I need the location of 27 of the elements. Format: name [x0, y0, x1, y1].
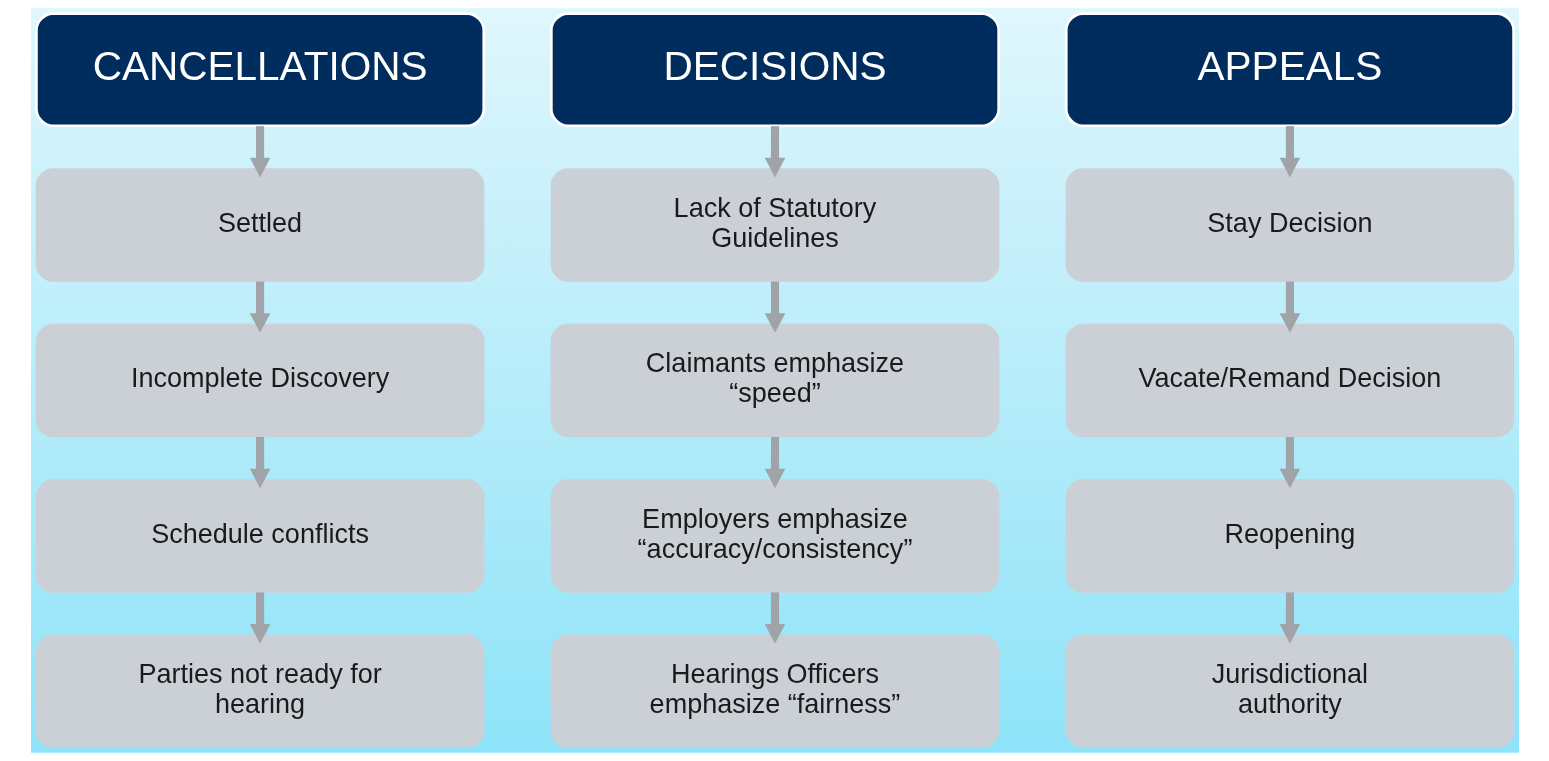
node-box: Parties not ready for hearing — [35, 634, 484, 749]
node-box: Settled — [35, 168, 484, 282]
node-box: APPEALS — [1064, 12, 1515, 128]
arrow — [249, 281, 270, 333]
arrow — [249, 437, 270, 489]
arrow — [1279, 592, 1300, 644]
arrow — [764, 281, 785, 333]
node-box: Reopening — [1065, 479, 1514, 593]
node-box: CANCELLATIONS — [34, 12, 485, 128]
node-box: Jurisdictional authority — [1065, 634, 1514, 749]
node-box: Employers emphasize “accuracy/consistency” — [550, 479, 999, 593]
arrow — [249, 592, 270, 644]
node-box: Schedule conflicts — [35, 479, 484, 593]
arrow — [764, 592, 785, 644]
arrow — [1279, 126, 1300, 178]
node-box: Vacate/Remand Decision — [1065, 323, 1514, 438]
node-box: Claimants emphasize “speed” — [550, 323, 999, 438]
arrow — [1279, 437, 1300, 489]
node-box: Stay Decision — [1065, 168, 1514, 282]
arrow — [764, 437, 785, 489]
node-box: Lack of Statutory Guidelines — [550, 168, 999, 282]
node-box: Incomplete Discovery — [35, 323, 484, 438]
arrow — [1279, 281, 1300, 333]
node-box: Hearings Officers emphasize “fairness” — [550, 634, 999, 749]
node-box: DECISIONS — [549, 12, 1000, 128]
arrow — [764, 126, 785, 178]
arrow — [249, 126, 270, 178]
